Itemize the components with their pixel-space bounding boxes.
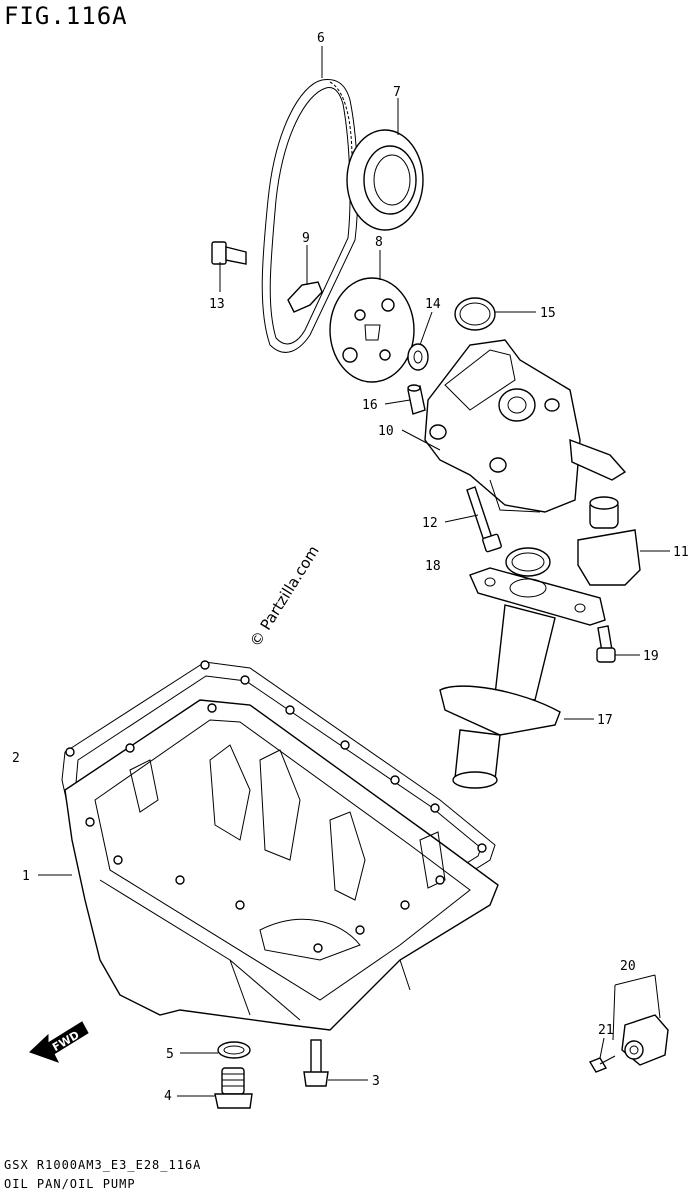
drain-plug[interactable]	[214, 1067, 253, 1109]
oil-pump-assembly[interactable]	[424, 339, 627, 513]
callout-8: 8	[375, 235, 383, 250]
figure-title: FIG.116A	[4, 2, 128, 30]
watermark: © Partzilla.com	[246, 542, 323, 650]
callout-20: 20	[620, 959, 636, 974]
callout-17: 17	[597, 713, 613, 728]
callout-11: 11	[673, 545, 689, 560]
callout-13: 13	[209, 297, 225, 312]
callout-labels: 1 2 3 4 5 6 7 8 9 10 11 12 13 14 15 16 1…	[12, 31, 689, 1104]
chain-guide-plate[interactable]	[287, 281, 323, 313]
callout-1: 1	[22, 869, 30, 884]
figure-name: OIL PAN/OIL PUMP	[4, 1177, 136, 1191]
cam-chain[interactable]	[261, 79, 359, 353]
fwd-direction-arrow: FWD	[29, 1021, 89, 1063]
screw-21[interactable]	[588, 1055, 616, 1073]
callout-10: 10	[378, 424, 394, 439]
callout-2: 2	[12, 751, 20, 766]
callout-5: 5	[166, 1047, 174, 1062]
figure-code: GSX R1000AM3_E3_E28_116A	[4, 1158, 202, 1172]
oil-strainer[interactable]	[439, 567, 606, 789]
callout-6: 6	[317, 31, 325, 46]
callout-14: 14	[425, 297, 441, 312]
bolt-19[interactable]	[596, 625, 616, 663]
oil-pump-sprocket[interactable]	[329, 277, 415, 383]
callout-18: 18	[425, 559, 441, 574]
callout-16: 16	[362, 398, 378, 413]
drain-plug-gasket[interactable]	[217, 1041, 251, 1059]
o-ring-15[interactable]	[454, 297, 496, 331]
bolt-3[interactable]	[303, 1039, 329, 1087]
bolt-12[interactable]	[466, 486, 502, 553]
callout-3: 3	[372, 1074, 380, 1089]
oil-relief-valve[interactable]	[577, 496, 641, 586]
callout-21: 21	[598, 1023, 614, 1038]
callout-9: 9	[302, 231, 310, 246]
oil-pressure-switch[interactable]	[621, 1014, 669, 1066]
callout-15: 15	[540, 306, 556, 321]
oil-pan[interactable]	[64, 660, 499, 1031]
callout-7: 7	[393, 85, 401, 100]
leader-lines	[38, 46, 670, 1097]
callout-4: 4	[164, 1089, 172, 1104]
callout-12: 12	[422, 516, 438, 531]
cam-sprocket-upper[interactable]	[346, 129, 424, 231]
callout-19: 19	[643, 649, 659, 664]
washer-14[interactable]	[407, 343, 429, 371]
o-ring-18[interactable]	[505, 547, 551, 577]
dowel-pin-16[interactable]	[407, 384, 426, 415]
bolt-13[interactable]	[211, 241, 247, 265]
